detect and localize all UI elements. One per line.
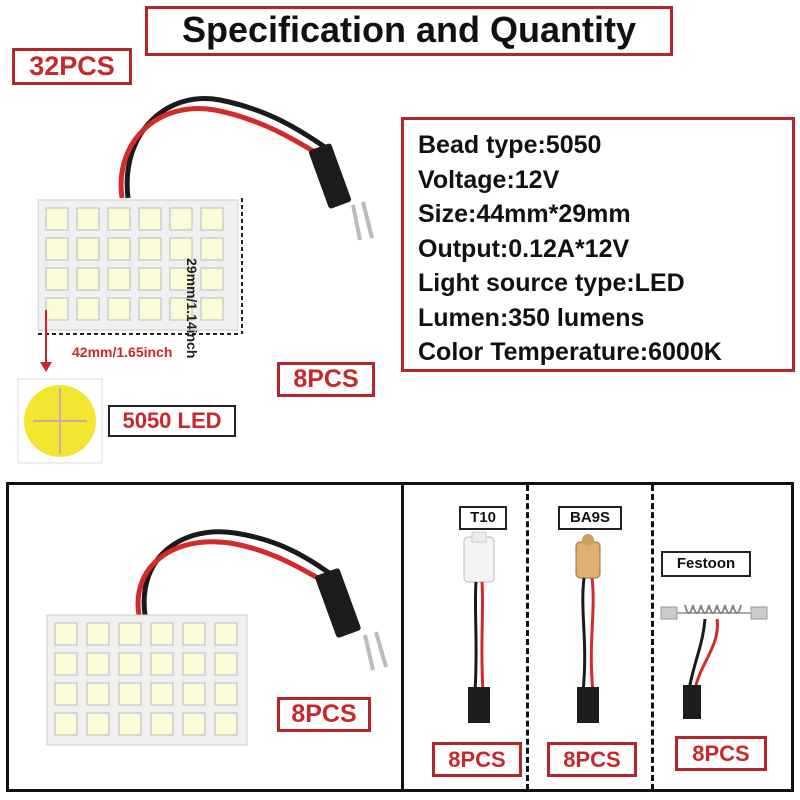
t10-adapter-image: [463, 531, 495, 723]
package-contents-frame: [6, 482, 794, 792]
spec-voltage: Voltage:12V: [418, 165, 560, 194]
single-led-chip-image: [17, 378, 103, 464]
led-type-label: 5050 LED: [108, 405, 236, 437]
ba9s-label: BA9S: [558, 506, 622, 530]
spec-output: Output:0.12A*12V: [418, 234, 630, 263]
width-dimension-label: 42mm/1.65inch: [72, 344, 173, 360]
bottom-led-grid: [54, 622, 238, 736]
divider-solid: [401, 485, 404, 790]
height-dimension-label: 29mm/1.14inch: [184, 258, 200, 359]
bottom-led-panel-image: [46, 529, 388, 746]
led-panel-image: [37, 96, 374, 372]
divider-dashed-2: [651, 485, 654, 790]
spec-size: Size:44mm*29mm: [418, 200, 631, 228]
t10-quantity-badge: 8PCS: [432, 742, 522, 777]
spec-bead-type: Bead type:5050: [418, 131, 602, 159]
festoon-adapter-image: [660, 604, 768, 719]
top-panel-quantity-badge: 8PCS: [277, 362, 375, 397]
page-title: Specification and Quantity: [145, 6, 673, 56]
t10-label: T10: [459, 506, 507, 530]
bottom-panel-quantity-badge: 8PCS: [277, 697, 371, 732]
spec-color-temperature: Color Temperature:6000K: [418, 338, 722, 366]
spec-light-source: Light source type:LED: [418, 269, 685, 297]
spec-lumen: Lumen:350 lumens: [418, 303, 645, 332]
divider-dashed-1: [526, 485, 529, 790]
ba9s-adapter-image: [575, 534, 601, 723]
festoon-label: Festoon: [661, 551, 751, 577]
specification-box: Bead type:5050 Voltage:12V Size:44mm*29m…: [401, 117, 795, 372]
festoon-quantity-badge: 8PCS: [675, 736, 767, 771]
ba9s-quantity-badge: 8PCS: [547, 742, 637, 777]
led-grid: [45, 207, 224, 321]
total-quantity-badge: 32PCS: [12, 48, 132, 85]
